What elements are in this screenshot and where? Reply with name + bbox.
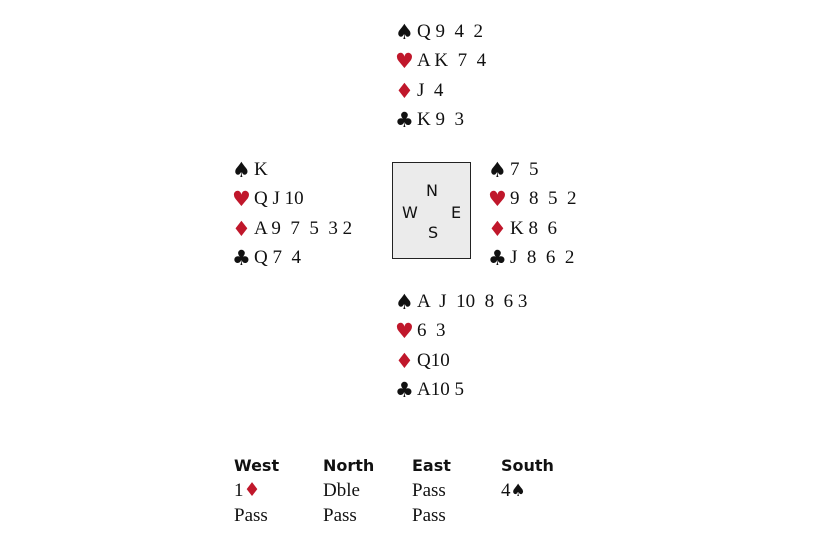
spade-icon: ♠ xyxy=(488,157,507,182)
north-hand: ♠Q 9 4 2 ♥A K 7 4 ♦J 4 ♣K 9 3 xyxy=(395,17,486,135)
header-south: South xyxy=(501,456,554,475)
west-clubs: ♣Q 7 4 xyxy=(232,244,352,274)
east-spades: ♠7 5 xyxy=(488,155,577,185)
card-list: Q10 xyxy=(417,349,450,371)
bid: 1♦ xyxy=(234,479,323,502)
north-spades: ♠Q 9 4 2 xyxy=(395,17,486,47)
card-list: A10 5 xyxy=(417,379,464,401)
card-list: A J 10 8 6 3 xyxy=(417,290,528,312)
north-clubs: ♣K 9 3 xyxy=(395,106,486,136)
card-list: 6 3 xyxy=(417,320,446,342)
diamond-icon: ♦ xyxy=(488,216,507,241)
compass-south: S xyxy=(428,223,439,242)
diamond-icon: ♦ xyxy=(395,348,414,373)
heart-icon: ♥ xyxy=(395,49,414,74)
bid: Pass xyxy=(412,504,446,526)
south-hand: ♠A J 10 8 6 3 ♥6 3 ♦Q10 ♣A10 5 xyxy=(395,287,527,405)
heart-icon: ♥ xyxy=(488,187,507,212)
bid: Pass xyxy=(234,504,268,526)
bid-level: 4 xyxy=(501,479,511,501)
south-hearts: ♥6 3 xyxy=(395,317,527,347)
spade-icon: ♠ xyxy=(510,480,526,501)
heart-icon: ♥ xyxy=(395,319,414,344)
diamond-icon: ♦ xyxy=(243,479,261,501)
card-list: K xyxy=(254,158,268,180)
east-hand: ♠7 5 ♥9 8 5 2 ♦K 8 6 ♣J 8 6 2 xyxy=(488,155,577,273)
auction-table: West North East South 1♦ Dble Pass 4♠ Pa… xyxy=(234,453,590,528)
card-list: Q 7 4 xyxy=(254,247,301,269)
auction-row: 1♦ Dble Pass 4♠ xyxy=(234,478,590,503)
north-diamonds: ♦J 4 xyxy=(395,76,486,106)
compass-east: E xyxy=(451,203,462,222)
west-diamonds: ♦A 9 7 5 3 2 xyxy=(232,214,352,244)
compass-box: N W E S xyxy=(392,162,471,259)
auction-header: West North East South xyxy=(234,453,590,478)
card-list: Q 9 4 2 xyxy=(417,20,483,42)
card-list: 7 5 xyxy=(510,158,539,180)
club-icon: ♣ xyxy=(395,108,414,133)
header-east: East xyxy=(412,456,451,475)
south-clubs: ♣A10 5 xyxy=(395,376,527,406)
card-list: K 8 6 xyxy=(510,217,557,239)
south-spades: ♠A J 10 8 6 3 xyxy=(395,287,527,317)
card-list: A K 7 4 xyxy=(417,50,487,72)
header-west: West xyxy=(234,456,280,475)
auction-row: Pass Pass Pass xyxy=(234,503,590,528)
bid: Dble xyxy=(323,479,360,501)
club-icon: ♣ xyxy=(395,378,414,403)
club-icon: ♣ xyxy=(488,246,507,271)
bid: Pass xyxy=(323,504,357,526)
bid-level: 1 xyxy=(234,480,244,501)
north-hearts: ♥A K 7 4 xyxy=(395,47,486,77)
card-list: Q J 10 xyxy=(254,188,304,210)
diamond-icon: ♦ xyxy=(232,216,251,241)
bid: 4♠ xyxy=(501,480,590,502)
east-hearts: ♥9 8 5 2 xyxy=(488,185,577,215)
bid: Pass xyxy=(412,479,446,501)
east-clubs: ♣J 8 6 2 xyxy=(488,244,577,274)
diamond-icon: ♦ xyxy=(395,78,414,103)
heart-icon: ♥ xyxy=(232,187,251,212)
spade-icon: ♠ xyxy=(395,289,414,314)
card-list: 9 8 5 2 xyxy=(510,188,577,210)
compass-west: W xyxy=(402,203,418,222)
south-diamonds: ♦Q10 xyxy=(395,346,527,376)
west-hand: ♠K ♥Q J 10 ♦A 9 7 5 3 2 ♣Q 7 4 xyxy=(232,155,352,273)
club-icon: ♣ xyxy=(232,246,251,271)
card-list: J 8 6 2 xyxy=(510,247,575,269)
spade-icon: ♠ xyxy=(395,19,414,44)
spade-icon: ♠ xyxy=(232,157,251,182)
card-list: J 4 xyxy=(417,79,444,101)
card-list: K 9 3 xyxy=(417,109,464,131)
card-list: A 9 7 5 3 2 xyxy=(254,217,353,239)
east-diamonds: ♦K 8 6 xyxy=(488,214,577,244)
compass-north: N xyxy=(426,181,438,200)
west-hearts: ♥Q J 10 xyxy=(232,185,352,215)
west-spades: ♠K xyxy=(232,155,352,185)
header-north: North xyxy=(323,456,375,475)
